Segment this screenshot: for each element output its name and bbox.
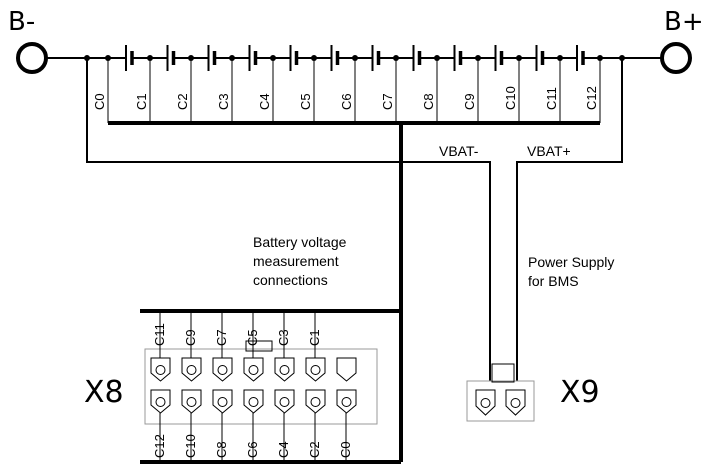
x8-pin-c9 (181, 357, 202, 382)
tap-node-c2 (188, 55, 194, 61)
tap-node-c10 (516, 55, 522, 61)
x8-pin-empty (336, 357, 357, 382)
tap-node-c6 (352, 55, 358, 61)
x8-label-c2: C2 (307, 441, 322, 458)
tap-label-c11: C11 (544, 87, 559, 110)
x8-label-c0: C0 (338, 441, 353, 458)
tap-node-c7 (393, 55, 399, 61)
tap-node-c4 (270, 55, 276, 61)
power-supply-note-line-2: for BMS (528, 273, 579, 289)
x9-pin-2 (505, 389, 526, 416)
x8-label-c9: C9 (183, 329, 198, 346)
x8-pin-c4 (274, 389, 295, 414)
measurement-note-line-2: measurement (253, 253, 339, 269)
tap-node-c11 (557, 55, 563, 61)
tap-label-c9: C9 (462, 93, 477, 110)
x8-label-c7: C7 (214, 329, 229, 346)
x8-label-c1: C1 (307, 329, 322, 346)
tap-label-c8: C8 (421, 93, 436, 110)
x8-pin-c11 (150, 357, 171, 382)
measurement-note-line-3: connections (253, 272, 328, 288)
tap-label-c12: C12 (584, 86, 599, 110)
x8-pin-c0 (336, 389, 357, 414)
connector-x9: X9 (466, 363, 600, 422)
negative-terminal (16, 42, 48, 74)
vbat-plus-label: VBAT+ (527, 143, 571, 159)
vbat-minus-label: VBAT- (439, 143, 479, 159)
x8-pin-c2 (305, 389, 326, 414)
power-supply-note: Power Supply for BMS (528, 254, 614, 289)
power-wiring (86, 58, 623, 394)
tap-label-c1: C1 (134, 93, 149, 110)
x9-pin-1 (475, 389, 496, 416)
vbat-plus-wire (516, 58, 623, 394)
tap-node-c0 (105, 55, 111, 61)
tap-label-c7: C7 (380, 93, 395, 110)
x8-pin-c10 (181, 389, 202, 414)
tap-node-c8 (434, 55, 440, 61)
x8-label-c4: C4 (276, 441, 291, 458)
tap-node-c5 (311, 55, 317, 61)
x8-label-c10: C10 (183, 434, 198, 458)
x8-label-c8: C8 (214, 441, 229, 458)
x8-pin-c1 (305, 357, 326, 382)
x8-pin-c12 (150, 389, 171, 414)
positive-terminal (660, 42, 692, 74)
tap-label-c4: C4 (257, 93, 272, 110)
tap-node-c1 (147, 55, 153, 61)
tap-label-c6: C6 (339, 93, 354, 110)
measurement-note: Battery voltage measurement connections (253, 234, 347, 288)
power-supply-note-line-1: Power Supply (528, 254, 614, 270)
x8-label-c3: C3 (276, 329, 291, 346)
x8-pin-c8 (212, 389, 233, 414)
x8-label-c12: C12 (152, 434, 167, 458)
tap-node-c3 (229, 55, 235, 61)
cell-taps: C0 C1 C2 C3 C4 C5 C6 C7 C8 C9 C10 C11 C12 (84, 55, 625, 123)
tap-label-c5: C5 (298, 93, 313, 110)
tap-node-c9 (475, 55, 481, 61)
tap-label-c10: C10 (503, 86, 518, 110)
vbat-minus-wire (86, 58, 491, 394)
x8-pin-c5 (243, 357, 264, 382)
x8-pin-c6 (243, 389, 264, 414)
x8-label: X8 (84, 375, 124, 410)
x8-label-c5: C5 (245, 329, 260, 346)
terminal-positive-label: B+ (664, 7, 704, 37)
x8-latch (245, 340, 273, 352)
measurement-note-line-1: Battery voltage (253, 234, 347, 250)
x8-label-c11: C11 (152, 323, 167, 346)
tap-label-c3: C3 (216, 93, 231, 110)
tap-label-c2: C2 (175, 93, 190, 110)
x9-label: X9 (560, 375, 600, 410)
x8-pin-c3 (274, 357, 295, 382)
x8-label-c6: C6 (245, 441, 260, 458)
x8-pin-c7 (212, 357, 233, 382)
terminal-negative-label: B- (8, 7, 35, 37)
tap-label-c0: C0 (92, 93, 107, 110)
tap-node-c12 (597, 55, 603, 61)
measurement-trunk (108, 121, 600, 464)
x9-latch (491, 363, 515, 383)
